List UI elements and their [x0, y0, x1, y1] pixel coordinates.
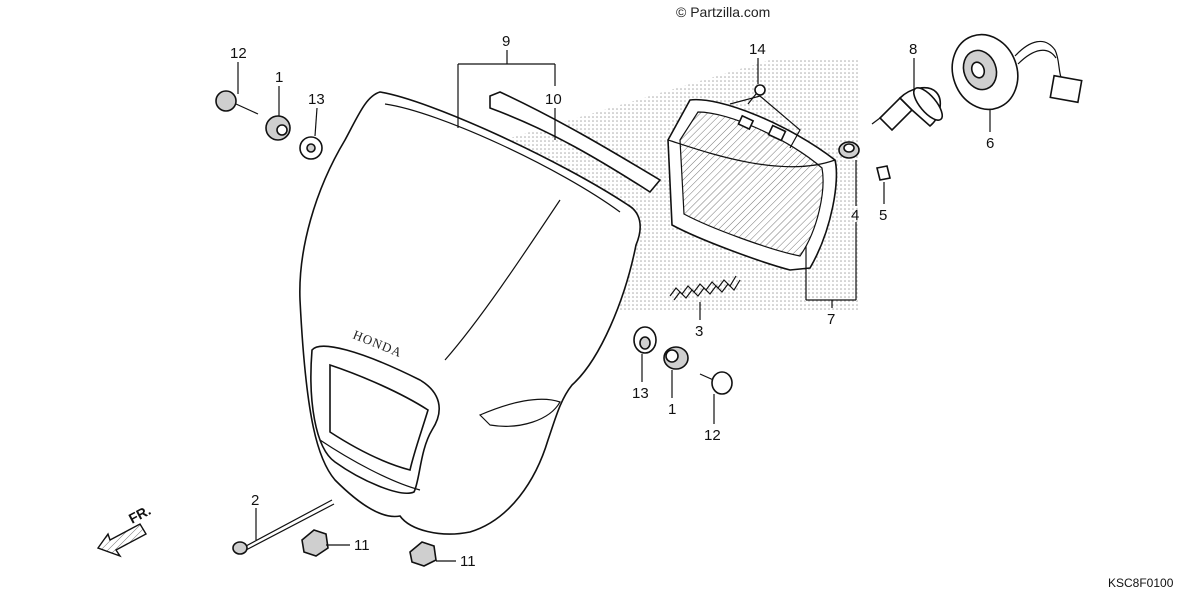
- diagram-code: KSC8F0100: [1108, 576, 1174, 590]
- callout-5: 5: [879, 207, 887, 224]
- callout-11-left: 11: [354, 537, 370, 554]
- nut-part-11-left: [301, 529, 329, 557]
- callout-3: 3: [695, 323, 703, 340]
- callout-12-right: 12: [704, 427, 721, 444]
- front-direction-arrow: FR.: [96, 502, 153, 558]
- washer-part-13-right: [633, 326, 657, 354]
- spring-part-3: [669, 275, 741, 301]
- callout-2: 2: [251, 492, 259, 509]
- callout-13-top-left: 13: [308, 91, 325, 108]
- callout-labels: 12 1 13 9 10 14 8 6 4 5 7 3 13 1 12 2 11…: [230, 33, 994, 570]
- seal-strip-part-10: [489, 91, 662, 194]
- collar-part-1-right: [663, 346, 689, 370]
- screw-part-14: [747, 84, 766, 105]
- callout-12-top-left: 12: [230, 45, 247, 62]
- callout-14: 14: [749, 41, 766, 58]
- bulb-part-8: [871, 86, 944, 132]
- nut-part-11-right: [409, 541, 437, 567]
- bolt-part-12-right: [699, 371, 733, 395]
- callout-8: 8: [909, 41, 917, 58]
- grommet-part-4: [838, 141, 860, 159]
- socket-part-6: [951, 33, 1083, 111]
- headlight-unit-part-7: [667, 95, 838, 271]
- callout-1-top-left: 1: [275, 69, 283, 86]
- watermark-text: © Partzilla.com: [676, 4, 770, 20]
- leader-lines: [237, 50, 991, 562]
- bolt-part-12-top-left: [215, 90, 259, 115]
- callout-13-right: 13: [632, 385, 649, 402]
- headlight-cover: HONDA: [299, 91, 641, 535]
- callout-9: 9: [502, 33, 510, 50]
- callout-10: 10: [545, 91, 562, 108]
- callout-4: 4: [851, 207, 859, 224]
- callout-11-right: 11: [460, 553, 476, 570]
- front-direction-label: FR.: [126, 502, 153, 527]
- callout-7: 7: [827, 311, 835, 328]
- long-bolt-part-2: [232, 499, 335, 555]
- callout-1-right: 1: [668, 401, 676, 418]
- washer-part-13-top-left: [299, 136, 323, 160]
- callout-6: 6: [986, 135, 994, 152]
- clip-part-5: [876, 165, 891, 181]
- watermark: © Partzilla.com: [676, 4, 770, 20]
- collar-part-1-top-left: [265, 115, 291, 141]
